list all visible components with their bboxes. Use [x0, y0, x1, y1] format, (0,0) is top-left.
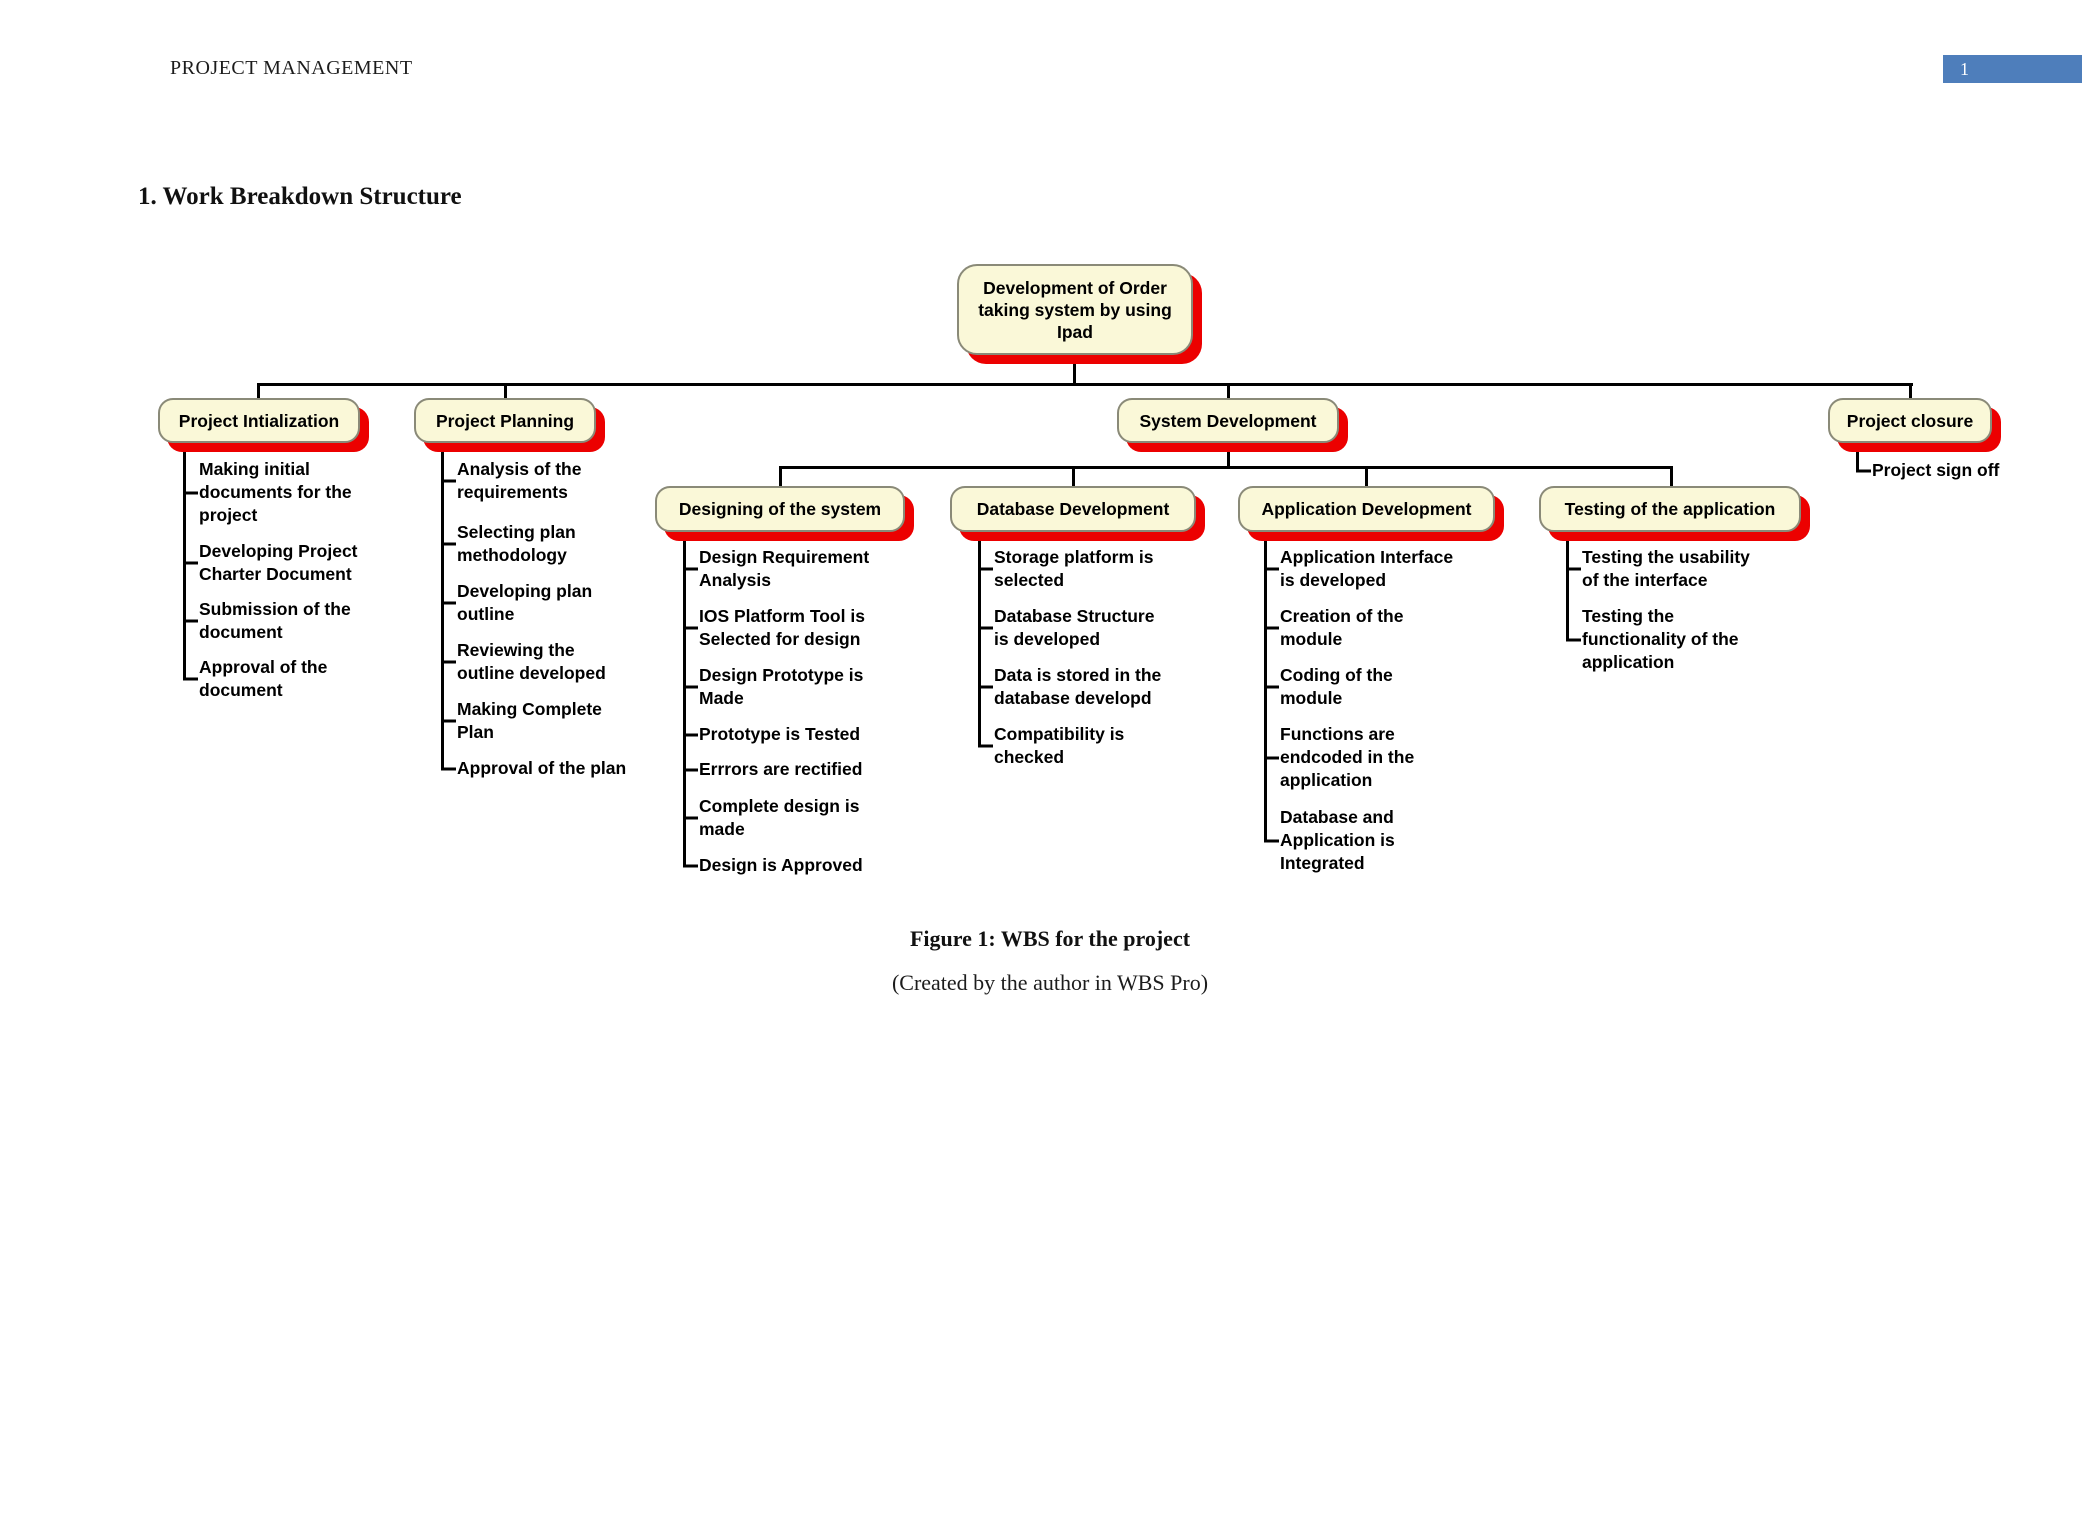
figure-caption: Figure 1: WBS for the project [909, 926, 1191, 951]
wbs-task: Application Interface is developed [1264, 546, 1453, 592]
connector-level2-bus [257, 383, 1913, 386]
wbs-task: Prototype is Tested [683, 723, 860, 746]
wbs-task: Storage platform is selected [978, 546, 1153, 592]
wbs-node-testing: Testing of the application [1539, 486, 1801, 532]
connector-sysdev-stem [1227, 443, 1230, 466]
connector-level3-bus [779, 466, 1673, 469]
connector-drop [1670, 466, 1673, 487]
connector-drop [257, 383, 260, 400]
wbs-task: Complete design is made [683, 795, 859, 841]
wbs-task: Database Structure is developed [978, 605, 1154, 651]
connector-root-stem [1073, 355, 1076, 386]
wbs-task: Selecting plan methodology [441, 521, 576, 567]
wbs-task: Errrors are rectified [683, 758, 862, 781]
wbs-task: Making initial documents for the project [183, 458, 352, 527]
page-number-badge: 1 [1943, 55, 2082, 83]
wbs-node-database: Database Development [950, 486, 1196, 532]
connector-drop [779, 466, 782, 487]
wbs-task: Compatibility is checked [978, 723, 1124, 769]
wbs-root-node: Development of Order taking system by us… [957, 264, 1193, 355]
wbs-task: Project sign off [1856, 459, 1999, 482]
wbs-task: Creation of the module [1264, 605, 1403, 651]
connector-drop [1909, 383, 1912, 400]
wbs-task: Testing the usability of the interface [1566, 546, 1750, 592]
wbs-task: Approval of the plan [441, 757, 626, 780]
leafline-project-closure [1856, 443, 1859, 471]
wbs-node-project-closure: Project closure [1828, 398, 1992, 443]
connector-drop [504, 383, 507, 400]
wbs-node-designing: Designing of the system [655, 486, 905, 532]
connector-drop [1365, 466, 1368, 487]
wbs-task: Testing the functionality of the applica… [1566, 605, 1739, 674]
section-title: 1. Work Breakdown Structure [138, 183, 462, 210]
wbs-task: Making Complete Plan [441, 698, 602, 744]
connector-drop [1072, 466, 1075, 487]
wbs-task: Design Prototype is Made [683, 664, 863, 710]
figure-credit: (Created by the author in WBS Pro) [891, 970, 1209, 995]
wbs-task: Approval of the document [183, 656, 327, 702]
wbs-task: IOS Platform Tool is Selected for design [683, 605, 865, 651]
wbs-node-project-intialization: Project Intialization [158, 398, 360, 443]
wbs-task: Coding of the module [1264, 664, 1393, 710]
wbs-task: Submission of the document [183, 598, 351, 644]
wbs-task: Functions are endcoded in the applicatio… [1264, 723, 1414, 792]
wbs-task: Reviewing the outline developed [441, 639, 606, 685]
wbs-task: Analysis of the requirements [441, 458, 581, 504]
wbs-task: Developing plan outline [441, 580, 592, 626]
wbs-task: Developing Project Charter Document [183, 540, 358, 586]
wbs-node-system-development: System Development [1117, 398, 1339, 443]
page-number: 1 [1960, 58, 1969, 79]
wbs-task: Design Requirement Analysis [683, 546, 869, 592]
wbs-node-project-planning: Project Planning [414, 398, 596, 443]
wbs-task: Database and Application is Integrated [1264, 806, 1395, 875]
connector-drop [1227, 383, 1230, 400]
wbs-task: Design is Approved [683, 854, 863, 877]
wbs-task: Data is stored in the database developd [978, 664, 1161, 710]
wbs-node-application: Application Development [1238, 486, 1495, 532]
document-header: PROJECT MANAGEMENT [170, 57, 413, 79]
